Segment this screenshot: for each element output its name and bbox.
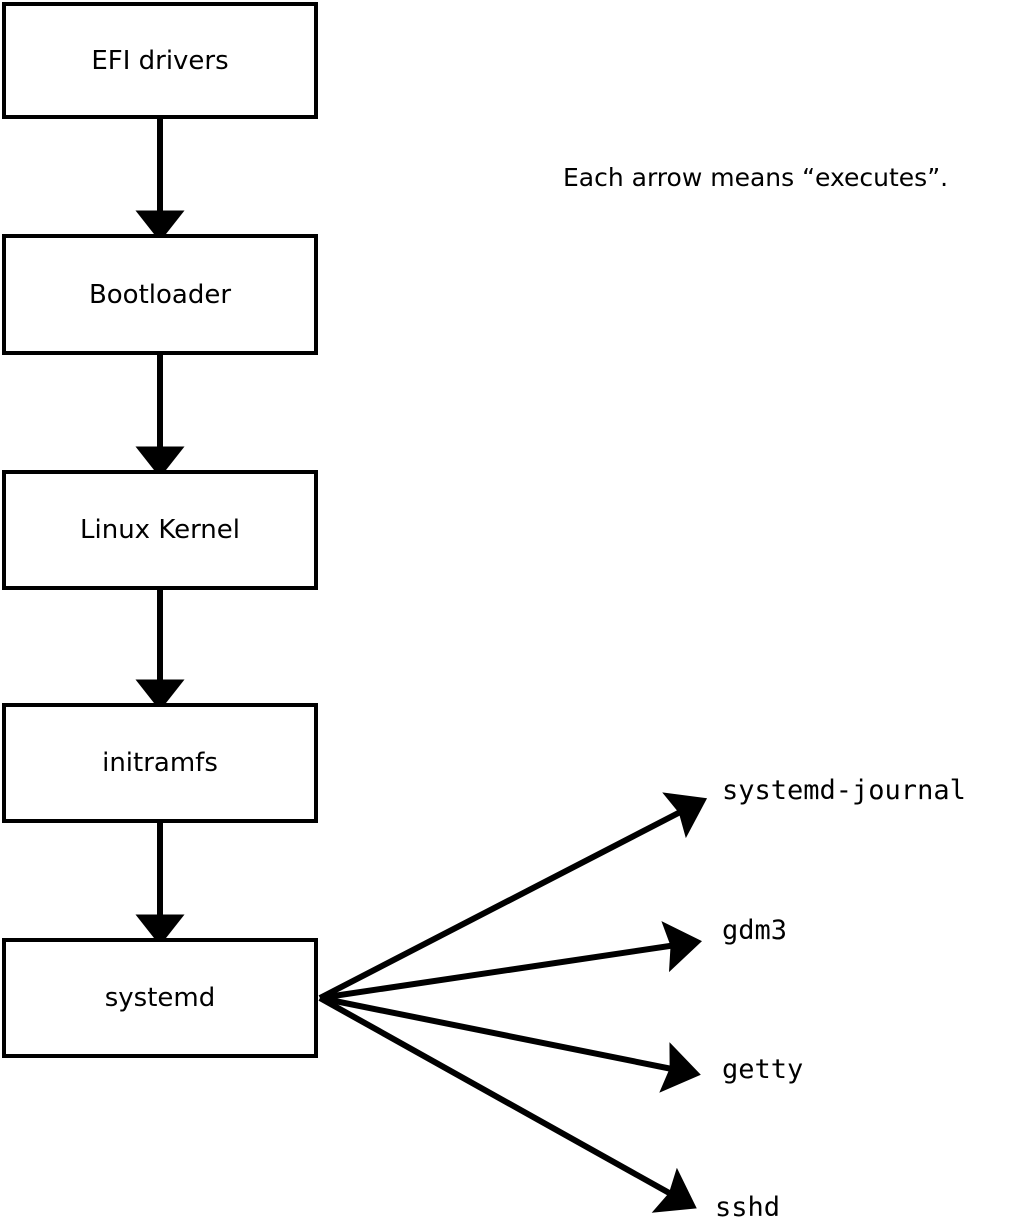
node-label-efi-drivers: EFI drivers: [91, 45, 229, 76]
node-bootloader[interactable]: Bootloader: [2, 234, 318, 355]
fan-arrow-sshd: [318, 995, 697, 1213]
service-label-sshd[interactable]: sshd: [715, 1192, 781, 1223]
fan-arrow-systemd-journal: [318, 792, 708, 1001]
node-linux-kernel[interactable]: Linux Kernel: [2, 470, 318, 590]
service-label-systemd-journal[interactable]: systemd-journal: [722, 775, 966, 806]
fan-arrow-getty: [319, 995, 701, 1093]
service-label-getty[interactable]: getty: [722, 1054, 804, 1085]
node-systemd[interactable]: systemd: [2, 938, 318, 1058]
node-label-linux-kernel: Linux Kernel: [80, 515, 240, 545]
arrow-meaning-annotation: Each arrow means “executes”.: [563, 163, 949, 192]
node-label-initramfs: initramfs: [102, 748, 218, 778]
node-efi-drivers[interactable]: EFI drivers: [2, 2, 318, 119]
node-initramfs[interactable]: initramfs: [2, 703, 318, 823]
node-label-bootloader: Bootloader: [88, 279, 232, 310]
fan-arrow-gdm3: [319, 921, 702, 1001]
service-label-gdm3[interactable]: gdm3: [722, 915, 788, 946]
node-label-systemd: systemd: [104, 983, 216, 1013]
